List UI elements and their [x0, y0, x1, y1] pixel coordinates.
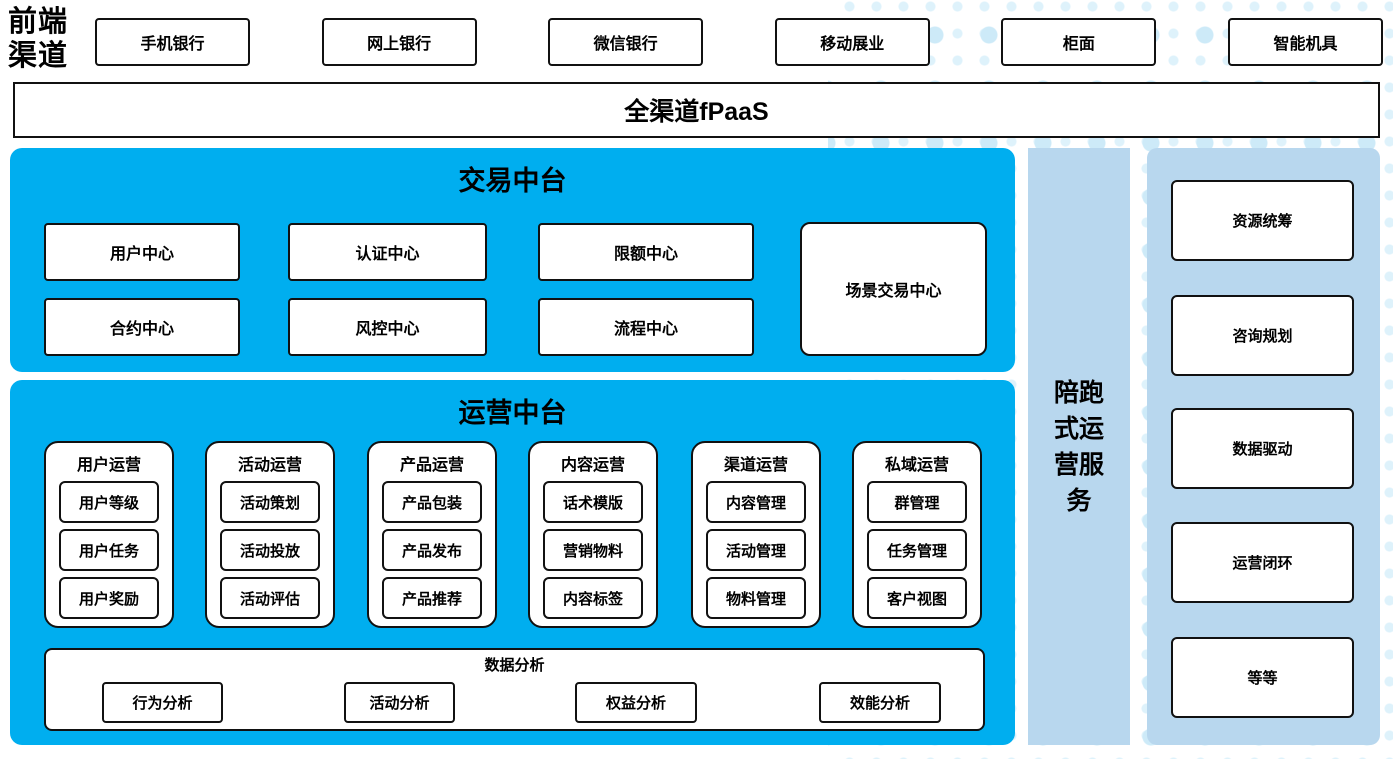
ops-column-header: 内容运营: [560, 457, 625, 474]
ops-item: 用户等级: [59, 481, 159, 523]
capability-box-resource: 资源统筹: [1171, 180, 1354, 261]
data-analysis-box: 数据分析 行为分析 活动分析 权益分析 效能分析: [44, 648, 985, 731]
channel-box-mobile-banking: 手机银行: [95, 18, 250, 66]
center-box-user: 用户中心: [44, 223, 240, 281]
ops-column-content: 内容运营 话术模版 营销物料 内容标签: [528, 441, 658, 628]
ops-item: 产品发布: [382, 529, 482, 571]
ops-item: 内容标签: [543, 577, 643, 619]
channel-box-online-banking: 网上银行: [321, 18, 477, 66]
channel-box-counter: 柜面: [1001, 18, 1157, 66]
ops-item: 群管理: [867, 481, 967, 523]
channel-box-wechat-banking: 微信银行: [548, 18, 704, 66]
ops-column-header: 活动运营: [237, 457, 302, 474]
ops-item: 营销物料: [543, 529, 643, 571]
ops-item: 客户视图: [867, 577, 967, 619]
ops-item: 产品推荐: [382, 577, 482, 619]
analysis-box-rights: 权益分析: [575, 682, 697, 723]
accompany-service-label: 陪跑式运营服务: [1053, 378, 1104, 515]
data-analysis-title: 数据分析: [484, 657, 545, 674]
center-box-limit: 限额中心: [538, 223, 754, 281]
operation-platform-section: 运营中台 用户运营 用户等级 用户任务 用户奖励 活动运营 活动策划 活动投放 …: [10, 380, 1015, 745]
capability-panel: 资源统筹 咨询规划 数据驱动 运营闭环 等等: [1147, 148, 1380, 745]
ops-item: 话术模版: [543, 481, 643, 523]
center-box-contract: 合约中心: [44, 298, 240, 356]
capability-box-consulting: 咨询规划: [1171, 295, 1354, 376]
capability-box-closed-loop: 运营闭环: [1171, 522, 1354, 603]
analysis-box-behavior: 行为分析: [102, 682, 223, 723]
ops-item: 活动管理: [706, 529, 806, 571]
center-box-process: 流程中心: [538, 298, 754, 356]
capability-box-data-driven: 数据驱动: [1171, 408, 1354, 489]
fpaas-bar: 全渠道fPaaS: [13, 82, 1380, 138]
transaction-platform-title: 交易中台: [458, 166, 567, 196]
ops-item: 活动策划: [220, 481, 320, 523]
ops-column-header: 渠道运营: [723, 457, 788, 474]
analysis-box-activity: 活动分析: [344, 682, 455, 723]
ops-column-activity: 活动运营 活动策划 活动投放 活动评估: [205, 441, 335, 628]
transaction-platform-section: 交易中台 用户中心 认证中心 限额中心 合约中心 风控中心 流程中心 场景交易中…: [10, 148, 1015, 372]
accompany-service-bar: 陪跑式运营服务: [1028, 148, 1130, 745]
channel-box-smart-device: 智能机具: [1227, 18, 1383, 66]
ops-column-header: 产品运营: [399, 457, 464, 474]
channel-row: 手机银行 网上银行 微信银行 移动展业 柜面 智能机具: [95, 18, 1383, 68]
center-box-risk: 风控中心: [288, 298, 487, 356]
ops-column-header: 用户运营: [76, 457, 141, 474]
ops-item: 活动评估: [220, 577, 320, 619]
ops-item: 产品包装: [382, 481, 482, 523]
ops-item: 用户奖励: [59, 577, 159, 619]
ops-column-product: 产品运营 产品包装 产品发布 产品推荐: [367, 441, 497, 628]
operation-platform-title: 运营中台: [458, 398, 567, 428]
ops-item: 物料管理: [706, 577, 806, 619]
ops-item: 任务管理: [867, 529, 967, 571]
ops-column-header: 私域运营: [884, 457, 949, 474]
ops-column-private: 私域运营 群管理 任务管理 客户视图: [852, 441, 982, 628]
ops-item: 用户任务: [59, 529, 159, 571]
ops-item: 活动投放: [220, 529, 320, 571]
front-channel-label: 前端渠道: [8, 4, 69, 72]
channel-box-mobile-marketing: 移动展业: [774, 18, 930, 66]
ops-column-user: 用户运营 用户等级 用户任务 用户奖励: [44, 441, 174, 628]
scene-transaction-center-box: 场景交易中心: [800, 222, 987, 356]
ops-column-channel: 渠道运营 内容管理 活动管理 物料管理: [691, 441, 821, 628]
center-box-auth: 认证中心: [288, 223, 487, 281]
ops-item: 内容管理: [706, 481, 806, 523]
capability-box-etc: 等等: [1171, 637, 1354, 718]
analysis-box-efficiency: 效能分析: [819, 682, 941, 723]
